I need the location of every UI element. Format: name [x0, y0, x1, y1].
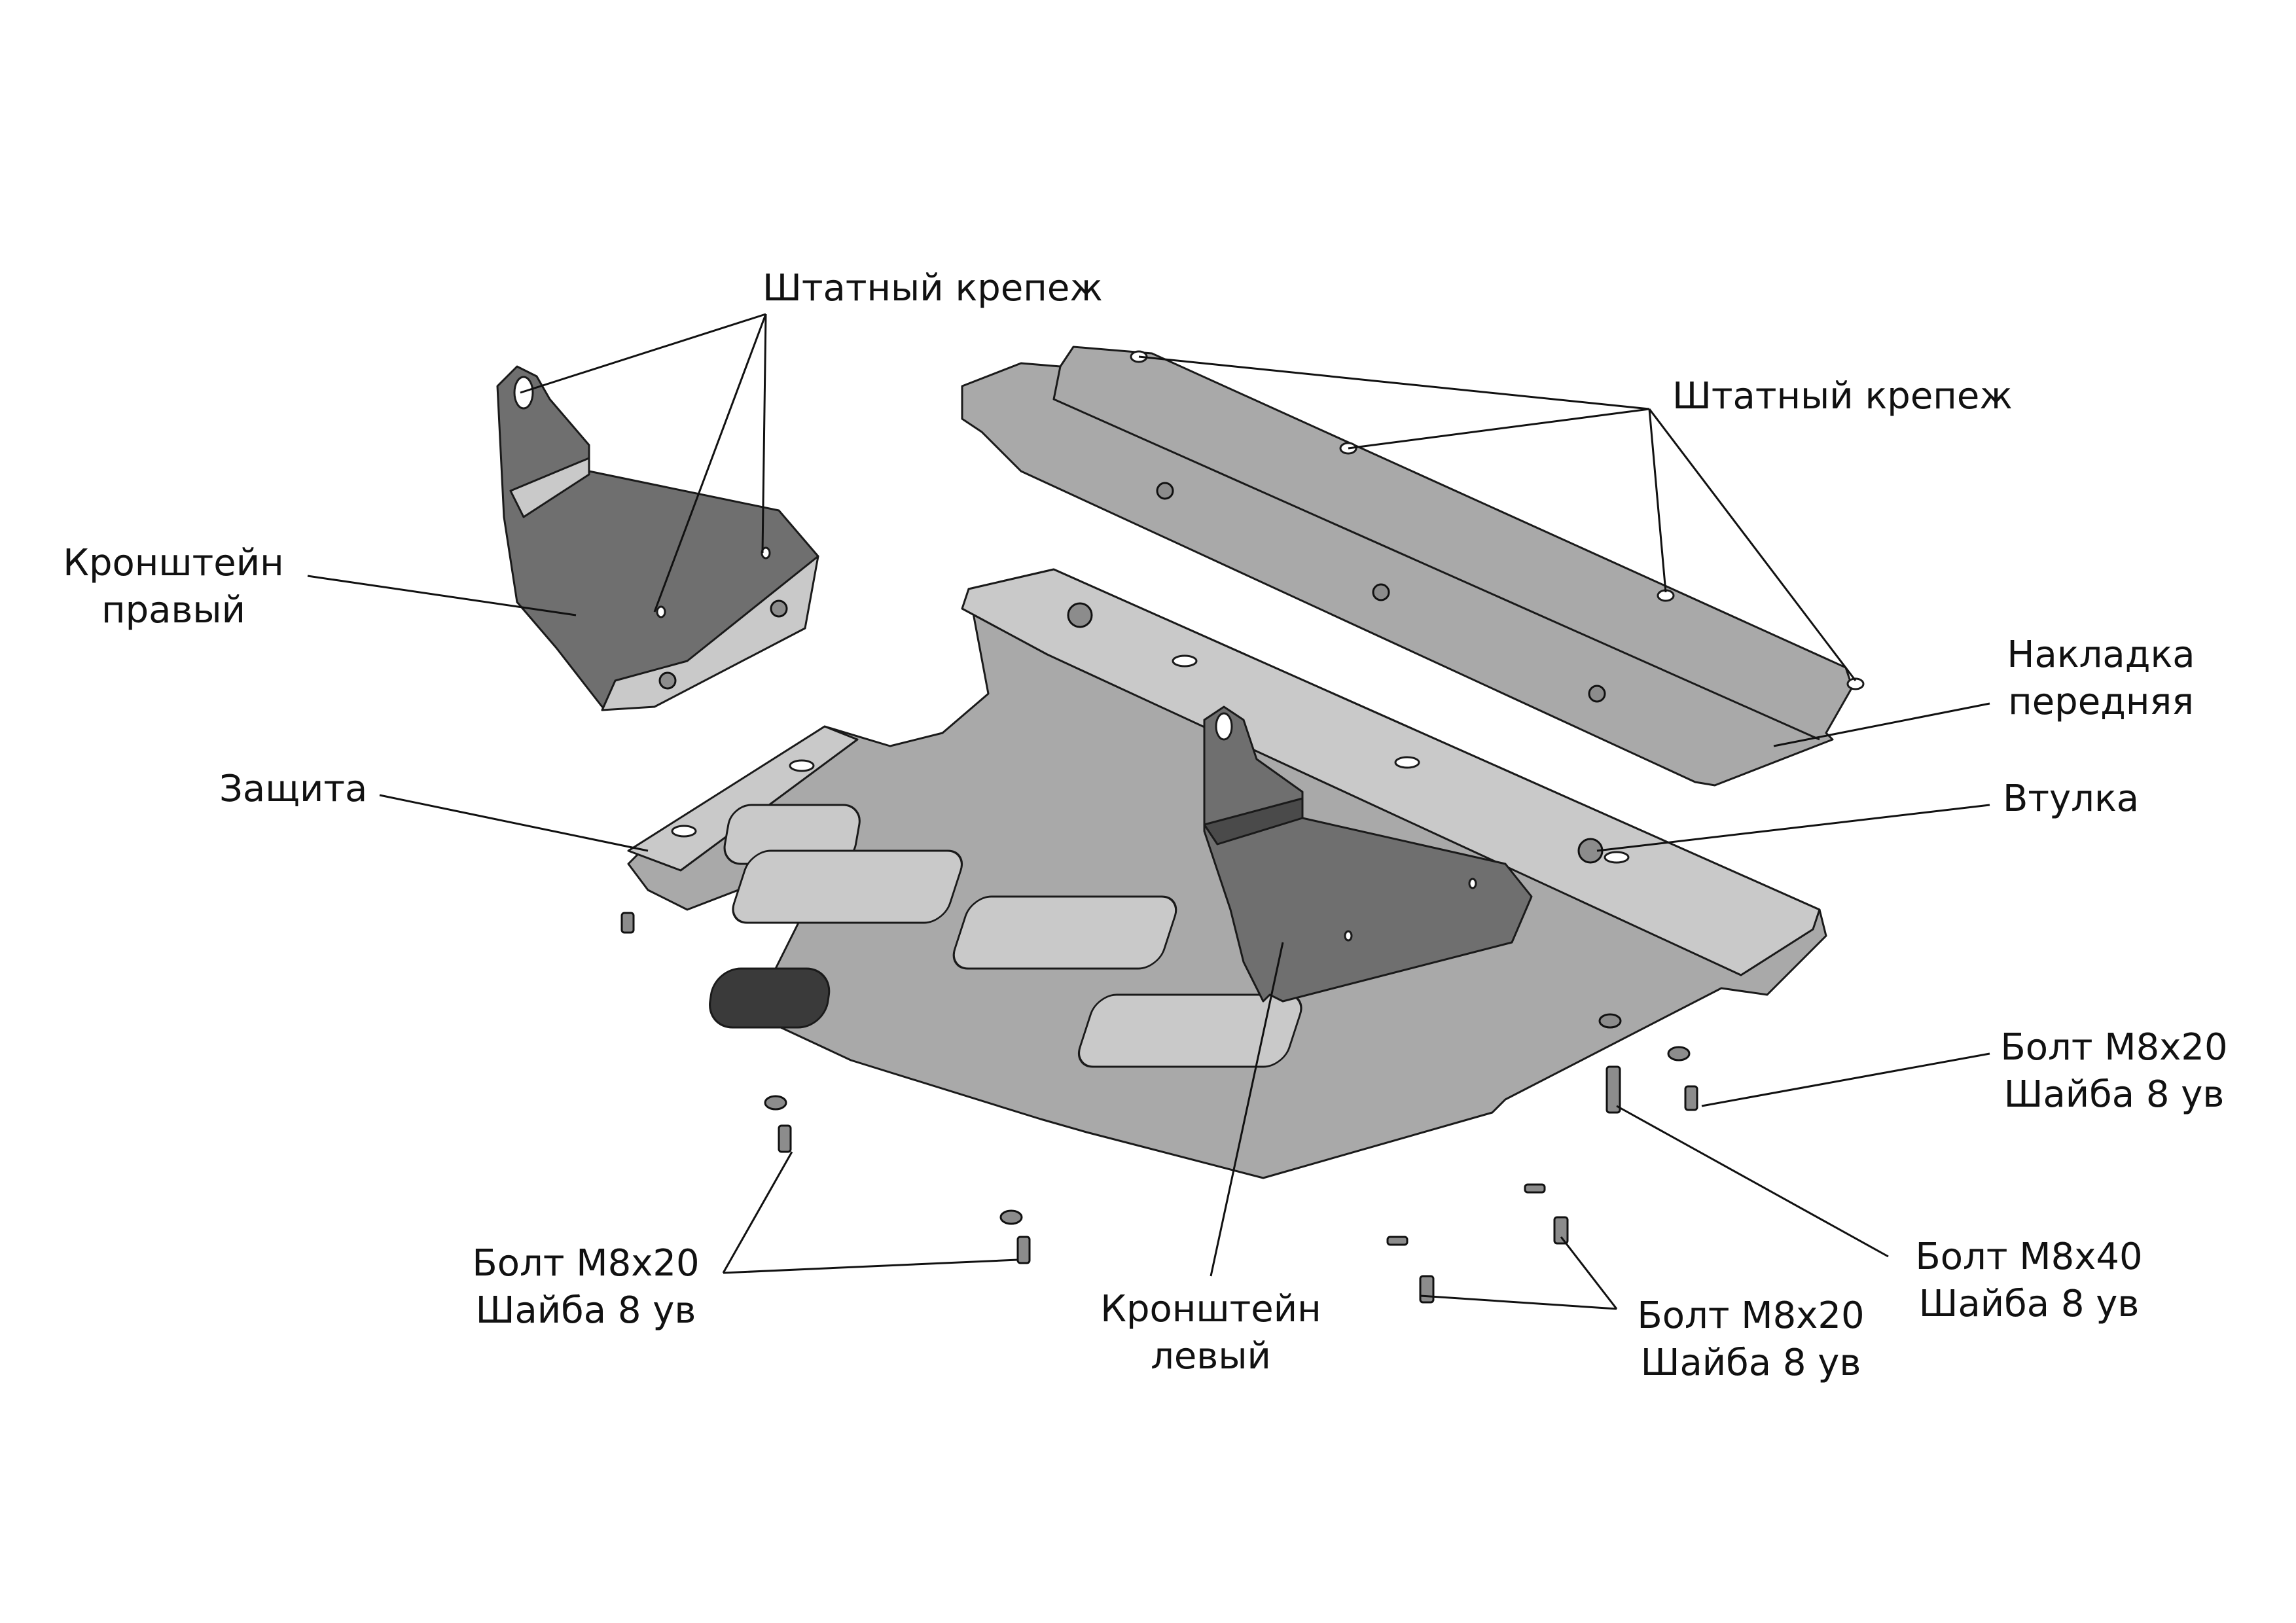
label-guard: Защита — [219, 768, 368, 810]
left-bracket-part — [1203, 705, 1533, 1003]
label-fastener-top: Штатный крепеж — [762, 267, 1103, 310]
right-bracket-part — [496, 365, 819, 711]
label-bushing: Втулка — [2003, 777, 2140, 820]
label-fastener-right: Штатный крепеж — [1672, 375, 2013, 418]
front-overlay-part — [961, 346, 1865, 787]
leader-lines — [307, 313, 1990, 1310]
